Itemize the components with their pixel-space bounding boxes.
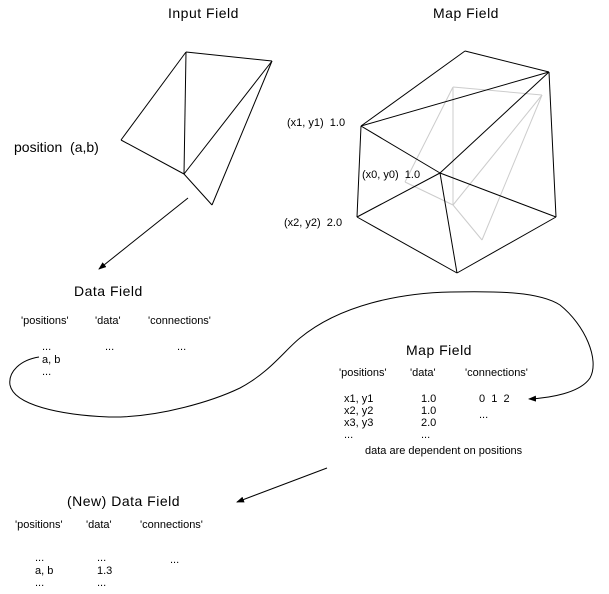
data-field-position: a, b xyxy=(42,354,61,366)
map-field-position: x1, y1 xyxy=(344,393,374,405)
data-field-header-data: 'data' xyxy=(95,315,121,327)
new-data-field-header-connections: 'connections' xyxy=(140,519,203,531)
new-data-field-title: (New) Data Field xyxy=(67,493,181,509)
map-field-header-data: 'data' xyxy=(410,367,436,379)
map-field-data: ... xyxy=(421,429,431,441)
map-field-header-positions: 'positions' xyxy=(339,367,387,379)
map-field-position: ... xyxy=(344,429,354,441)
data-field-connections: ... xyxy=(177,341,187,353)
new-data-field-position: ... xyxy=(35,577,45,589)
data-field-header-positions: 'positions' xyxy=(21,315,69,327)
data-field-data: ... xyxy=(105,341,115,353)
new-data-field-connections: ... xyxy=(170,554,180,566)
map-field-data: 1.0 xyxy=(421,405,437,417)
curved-arrow-data-to-map-field xyxy=(9,291,594,418)
new-data-field-header-positions: 'positions' xyxy=(15,519,63,531)
new-data-field-data: 1.3 xyxy=(97,565,113,577)
map-field-connections: 0 1 2 xyxy=(479,393,510,405)
new-data-field-position: a, b xyxy=(35,565,54,577)
map-field-note: data are dependent on positions xyxy=(365,445,523,457)
input-field-title: Input Field xyxy=(168,5,239,21)
arrow-input-to-data-field xyxy=(98,197,189,270)
new-data-field-data: ... xyxy=(97,577,107,589)
new-data-field-data: ... xyxy=(97,552,107,564)
data-field-title: Data Field xyxy=(74,283,143,299)
data-field-header-connections: 'connections' xyxy=(148,315,211,327)
new-data-field-header-data: 'data' xyxy=(86,519,112,531)
vertex-label-x0: (x0, y0) 1.0 xyxy=(362,169,421,181)
map-field-header-connections: 'connections' xyxy=(465,367,528,379)
arrow-map-to-new-data-field xyxy=(236,467,328,503)
data-field-position: ... xyxy=(42,366,52,378)
position-label: position (a,b) xyxy=(14,139,99,155)
map-field-mesh xyxy=(356,50,557,274)
input-field-mesh xyxy=(120,51,273,206)
map-field-ghost-mesh xyxy=(404,86,543,241)
map-field-data: 2.0 xyxy=(421,417,437,429)
vertex-label-x2: (x2, y2) 2.0 xyxy=(284,217,343,229)
map-field-table-title: Map Field xyxy=(406,342,472,358)
data-field-position: ... xyxy=(42,341,52,353)
vertex-label-x1: (x1, y1) 1.0 xyxy=(287,117,346,129)
map-field-data: 1.0 xyxy=(421,393,437,405)
map-field-position: x2, y2 xyxy=(344,405,374,417)
map-field-graphic-title: Map Field xyxy=(433,5,499,21)
map-field-connections: ... xyxy=(479,409,489,421)
map-field-position: x3, y3 xyxy=(344,417,374,429)
new-data-field-position: ... xyxy=(35,552,45,564)
